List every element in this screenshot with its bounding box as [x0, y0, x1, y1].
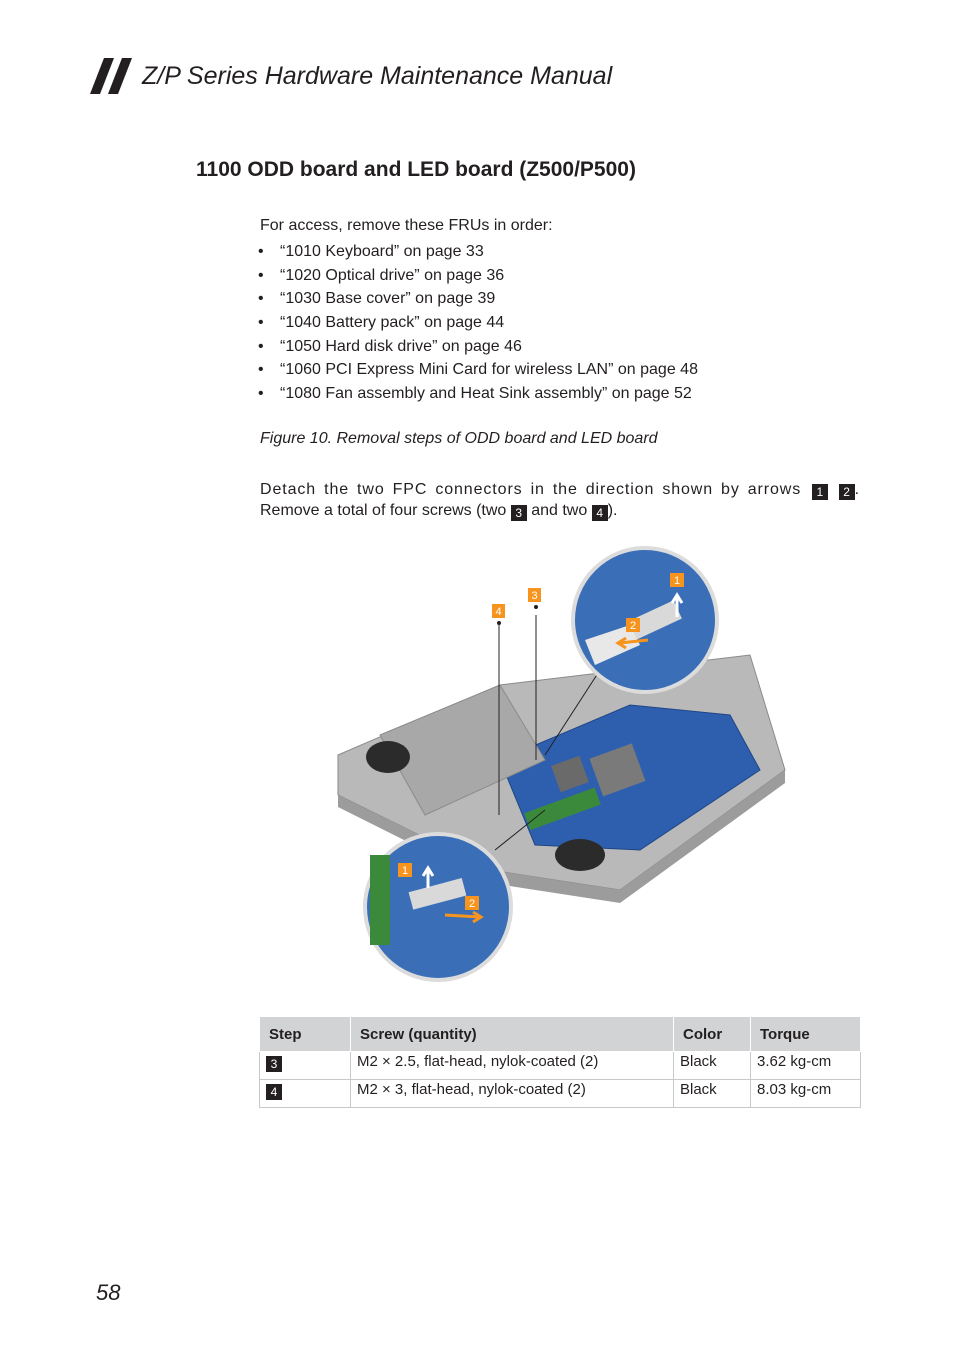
- instruction-text-c: ).: [607, 502, 618, 519]
- color-cell: Black: [673, 1051, 751, 1080]
- zoom-leader-top: [544, 669, 601, 756]
- screw-table: Step Screw (quantity) Color Torque 3 M2 …: [259, 1016, 861, 1108]
- callout-1-bottom-box: [398, 863, 412, 877]
- instruction-line-2: Remove a total of four screws (two 3 and…: [260, 500, 860, 521]
- fpc-connector-bottom: [408, 878, 467, 910]
- fru-link[interactable]: “1020 Optical drive” on page 36: [280, 266, 505, 284]
- step-box: 4: [266, 1084, 282, 1100]
- word: the: [552, 481, 578, 498]
- fan-left: [366, 741, 410, 773]
- screw-4: [497, 621, 501, 625]
- word: direction: [585, 481, 655, 498]
- list-item: •“1050 Hard disk drive” on page 46: [258, 337, 522, 355]
- word: Detach: [260, 481, 317, 498]
- memory-module: [524, 787, 601, 831]
- column-header-color: Color: [673, 1016, 751, 1052]
- column-header-torque: Torque: [750, 1016, 861, 1052]
- manual-title: Z/P Series Hardware Maintenance Manual: [142, 62, 613, 90]
- intro-text: For access, remove these FRUs in order:: [260, 217, 553, 234]
- callout-2-bottom-box: [465, 896, 479, 910]
- fru-link[interactable]: “1040 Battery pack” on page 44: [280, 314, 505, 332]
- list-item: •“1010 Keyboard” on page 33: [258, 243, 484, 260]
- removal-illustration: 3 4 1 2 1 2: [337, 546, 786, 982]
- word: arrows: [747, 481, 802, 498]
- manual-logo-icon: [90, 58, 132, 94]
- table-row: 3 M2 × 2.5, flat-head, nylok-coated (2) …: [259, 1051, 861, 1080]
- color-cell: Black: [673, 1079, 751, 1108]
- step-box-4: 4: [591, 505, 608, 521]
- callout-3-box: [528, 588, 541, 602]
- list-item: •“1080 Fan assembly and Heat Sink assemb…: [258, 385, 692, 403]
- callout-1-top-box: [670, 573, 684, 587]
- arrow-left-icon: [615, 636, 649, 650]
- torque-cell: 8.03 kg-cm: [750, 1079, 861, 1108]
- fru-link[interactable]: “1080 Fan assembly and Heat Sink assembl…: [280, 385, 692, 403]
- callout-4-label: 4: [495, 606, 501, 618]
- chassis-edge: [338, 770, 785, 903]
- screw-cell: M2 × 2.5, flat-head, nylok-coated (2): [350, 1051, 674, 1080]
- instruction-text-b: and two: [531, 502, 588, 519]
- fpc-cable-top: [585, 625, 640, 665]
- zoom-leader-bottom: [494, 809, 546, 851]
- word: the: [324, 481, 350, 498]
- column-header-step: Step: [259, 1016, 351, 1052]
- callout-1-bottom-label: 1: [402, 865, 408, 877]
- callout-3-label: 3: [531, 590, 537, 602]
- list-item: •“1030 Base cover” on page 39: [258, 290, 496, 308]
- instruction-text: Detach the two FPC connectors in the dir…: [260, 479, 860, 521]
- word: by: [721, 481, 740, 498]
- word: two: [357, 481, 385, 498]
- table-header-row: Step Screw (quantity) Color Torque: [259, 1016, 861, 1052]
- torque-cell: 3.62 kg-cm: [750, 1051, 861, 1080]
- step-cell: 3: [259, 1051, 351, 1080]
- step-box-1: 1: [811, 484, 828, 500]
- list-item: •“1020 Optical drive” on page 36: [258, 266, 505, 284]
- fru-link[interactable]: “1010 Keyboard” on page 33: [280, 243, 484, 260]
- column-header-screw: Screw (quantity): [350, 1016, 674, 1052]
- fru-link[interactable]: “1050 Hard disk drive” on page 46: [280, 337, 522, 355]
- list-item: •“1060 PCI Express Mini Card for wireles…: [258, 361, 698, 379]
- arrow-up-icon: [670, 592, 684, 617]
- step-cell: 4: [259, 1079, 351, 1108]
- arrow-right-icon: [444, 910, 484, 924]
- word: FPC: [392, 481, 428, 498]
- step-box-2: 2: [838, 484, 855, 500]
- figure-caption: Figure 10. Removal steps of ODD board an…: [260, 430, 658, 447]
- cpu-chip: [589, 743, 646, 797]
- gpu-chip: [551, 755, 589, 793]
- callout-2-bottom-label: 2: [469, 898, 475, 910]
- screw-cell: M2 × 3, flat-head, nylok-coated (2): [350, 1079, 674, 1108]
- screw-3: [534, 605, 538, 609]
- word: in: [530, 481, 545, 498]
- instruction-text-a: Remove a total of four screws (two: [260, 502, 507, 519]
- callout-2-top-label: 2: [630, 620, 636, 632]
- arrow-up-icon: [421, 865, 435, 888]
- step-box: 3: [266, 1056, 282, 1072]
- pcb-strip-bottom: [370, 855, 390, 945]
- fru-link[interactable]: “1030 Base cover” on page 39: [280, 290, 496, 308]
- fru-list: •“1010 Keyboard” on page 33 •“1020 Optic…: [258, 240, 698, 406]
- list-item: •“1040 Battery pack” on page 44: [258, 314, 505, 332]
- callout-1-top-label: 1: [674, 575, 680, 587]
- fan-right: [555, 839, 605, 871]
- instruction-line-1: Detach the two FPC connectors in the dir…: [260, 479, 860, 500]
- callout-4-box: [492, 604, 505, 618]
- fpc-connector-top: [628, 600, 682, 640]
- section-title: 1100 ODD board and LED board (Z500/P500): [196, 158, 636, 181]
- word-group: arrows 1 2.: [747, 481, 860, 500]
- table-row: 4 M2 × 3, flat-head, nylok-coated (2) Bl…: [259, 1079, 861, 1108]
- fru-link[interactable]: “1060 PCI Express Mini Card for wireless…: [280, 361, 698, 379]
- callout-2-top-box: [626, 618, 640, 632]
- word: shown: [662, 481, 714, 498]
- page-number: 58: [96, 1280, 121, 1305]
- step-box-3: 3: [510, 505, 527, 521]
- word: connectors: [435, 481, 523, 498]
- odd-bay: [379, 684, 546, 816]
